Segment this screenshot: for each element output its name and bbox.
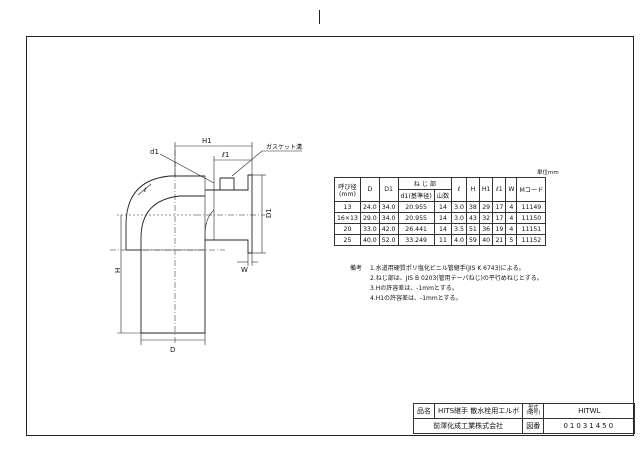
title-block: 品名 HITS継手 散水栓用エルボ 型式 (略号) HITWL 前澤化成工業株式… [412,403,636,434]
table-cell: 51 [465,223,480,235]
table-cell: 13 [334,201,361,213]
header-thread-count: 山数 [433,189,453,202]
table-cell: 20.955 [397,201,435,213]
table-cell: 40 [478,234,494,246]
table-header-row: 呼び径 (mm) D D1 ね じ 部 ℓ H H1 ℓ1 W Mコード [334,177,547,202]
company-name: 前澤化成工業株式会社 [412,418,524,434]
table-cell: 4 [505,212,518,224]
table-cell: 42.0 [378,223,399,235]
note-item: 2.ねじ部は、JIS B 0203(管用テーパねじ)の平行めねじとする。 [370,275,543,282]
label-gasket-groove: ガスケット溝 [266,143,302,151]
table-cell: 32 [478,212,494,224]
unit-note: 単位mm [537,170,559,176]
table-cell: 14 [433,223,453,235]
elbow-outline [110,150,265,345]
table-cell: 4 [505,223,518,235]
table-cell: 34.0 [378,201,399,213]
table-cell: 59 [465,234,480,246]
notes-label: 備考 [350,265,363,272]
notes-block: 備考 1.水道用硬質ポリ塩化ビニル管継手(JIS K 6743)による。 2.ね… [350,264,543,304]
table-cell: 33.0 [359,223,380,235]
sheet-top-mark [319,10,320,24]
label-D1: D1 [265,208,273,218]
header-H1: H1 [478,177,494,202]
type-label-line1: 型式 [528,405,539,411]
table-cell: 17 [492,201,507,213]
type-label: 型式 (略号) [522,403,545,419]
table-cell: 33.249 [397,234,435,246]
header-thread-d1: d1(基準径) [397,189,435,202]
label-D: D [170,346,175,354]
table-cell: 24.0 [359,201,380,213]
dim-d1-leader [159,153,215,184]
header-thread: ね じ 部 [397,177,453,190]
table-cell: 11151 [516,223,547,235]
gasket-leader [231,150,263,177]
table-cell: 38 [465,201,480,213]
table-cell: 21 [492,234,507,246]
label-W: W [241,266,248,274]
name-label: 品名 [413,403,435,419]
note-item: 3.Hの許容差は、-1mmとする。 [370,285,458,292]
header-D: D [359,177,380,202]
label-d1: d1 [150,148,159,156]
table-cell: 52.0 [378,234,399,246]
product-name: HITS継手 散水栓用エルボ [433,403,524,419]
table-cell: 29 [478,201,494,213]
table-cell: 43 [465,212,480,224]
table-cell: 26.441 [397,223,435,235]
drawing-no-value: 01031450 [543,418,636,434]
table-cell: 3.0 [451,212,467,224]
table-cell: 4.0 [451,234,467,246]
spec-table: 呼び径 (mm) D D1 ね じ 部 ℓ H H1 ℓ1 W Mコード d1(… [334,177,547,246]
table-cell: 14 [433,212,453,224]
note-item: 4.H1の許容差は、-1mmとする。 [370,295,462,302]
table-cell: 11152 [516,234,547,246]
label-H: H [114,268,122,273]
drawing-no-label: 図番 [522,418,545,434]
table-cell: 3.5 [451,223,467,235]
type-label-line2: (略号) [526,410,541,416]
label-l1: ℓ1 [221,151,229,159]
header-code: Mコード [516,177,547,202]
table-cell: 14 [433,201,453,213]
table-cell: 40.0 [359,234,380,246]
dimension-lines [117,142,302,345]
header-W: W [505,177,518,202]
table-cell: 29.0 [359,212,380,224]
table-cell: 17 [492,212,507,224]
header-l1: ℓ1 [492,177,507,202]
header-nominal-text: 呼び径 [338,183,357,191]
label-l: ℓ [143,187,146,194]
table-cell: 34.0 [378,212,399,224]
drawing-frame [26,36,634,436]
table-cell: 20.955 [397,212,435,224]
header-l: ℓ [451,177,467,202]
dim-l-line [137,183,152,196]
table-cell: 20 [334,223,361,235]
note-item: 1.水道用硬質ポリ塩化ビニル管継手(JIS K 6743)による。 [370,265,525,272]
label-H1: H1 [202,137,212,145]
table-cell: 36 [478,223,494,235]
table-cell: 16×13 [334,212,361,224]
table-cell: 19 [492,223,507,235]
header-nominal-unit: (mm) [339,190,356,198]
header-H: H [465,177,480,202]
table-cell: 11 [433,234,453,246]
table-cell: 25 [334,234,361,246]
table-cell: 3.0 [451,201,467,213]
table-cell: 11150 [516,212,547,224]
header-nominal: 呼び径 (mm) [334,177,361,202]
type-value: HITWL [543,403,636,419]
table-cell: 5 [505,234,518,246]
table-cell: 4 [505,201,518,213]
table-cell: 11149 [516,201,547,213]
header-D1: D1 [378,177,399,202]
